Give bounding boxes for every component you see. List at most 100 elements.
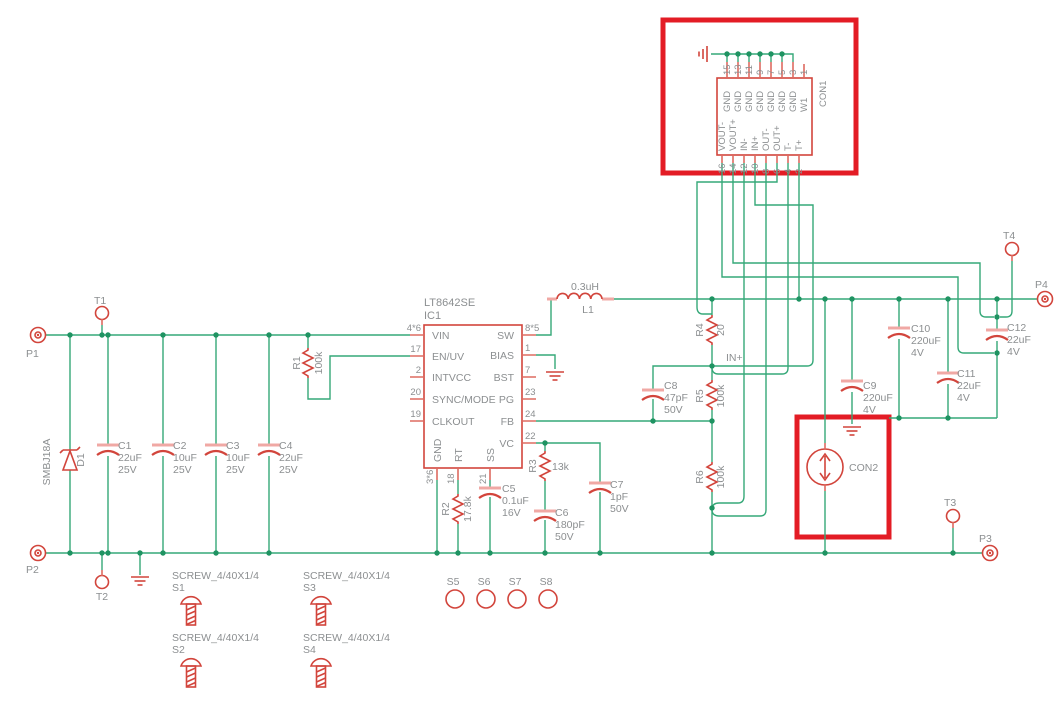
round-pad-s8[interactable] xyxy=(538,589,558,609)
capacitor-c12[interactable] xyxy=(984,328,1010,342)
pad-p2[interactable] xyxy=(29,544,47,562)
resistor-r3[interactable] xyxy=(539,450,551,482)
p4-label: P4 xyxy=(1035,279,1048,291)
c1-ref-label: C1 xyxy=(118,440,132,452)
connector-con1[interactable] xyxy=(716,62,813,163)
r3-value-label: 13k xyxy=(552,461,570,473)
con1-pinnum-12: 12 xyxy=(739,163,750,174)
annotation-box-con2[interactable] xyxy=(794,414,892,540)
r2-value-label: 17.8k xyxy=(462,495,474,521)
inductor-l1[interactable] xyxy=(547,292,614,301)
pad-p3[interactable] xyxy=(981,544,999,562)
con1-pinnum-6: 6 xyxy=(772,169,783,174)
capacitor-c9[interactable] xyxy=(839,379,865,393)
con1-pinnum-5: 5 xyxy=(777,70,788,75)
con1-pinnum-16: 16 xyxy=(717,163,728,174)
terminal-t3[interactable] xyxy=(945,508,961,529)
capacitor-c8[interactable] xyxy=(640,388,666,402)
ic1-pinnum-ss: 21 xyxy=(478,473,489,484)
ic-ic1[interactable] xyxy=(410,324,536,480)
c11-ref-label: C11 xyxy=(957,368,976,380)
terminal-t1[interactable] xyxy=(94,305,110,326)
screw-s2[interactable] xyxy=(180,657,202,688)
round-pad-s6[interactable] xyxy=(476,589,496,609)
connector-con2[interactable] xyxy=(806,443,844,491)
c4-ref-label: C4 xyxy=(279,440,293,452)
con1-pinnum-10: 10 xyxy=(750,163,761,174)
s5-label: S5 xyxy=(447,576,460,588)
capacitor-c10[interactable] xyxy=(886,326,912,340)
ic1-pin-intvcc: INTVCC xyxy=(432,372,472,384)
capacitor-c3[interactable] xyxy=(203,443,229,457)
capacitor-c6[interactable] xyxy=(532,509,558,523)
capacitor-c11[interactable] xyxy=(935,371,961,385)
pad-p1[interactable] xyxy=(29,326,47,344)
p3-label: P3 xyxy=(979,533,992,545)
con1-pin-outp: OUT+ xyxy=(772,125,783,151)
con1-pin-inm: IN- xyxy=(739,138,750,151)
r5-value-label: 100k xyxy=(715,384,727,408)
r1-ref-label: R1 xyxy=(291,356,303,370)
ic1-pinnum-bias: 1 xyxy=(525,343,530,354)
pad-p4[interactable] xyxy=(1036,290,1054,308)
con1-pinnum-2: 2 xyxy=(794,169,805,174)
c5-value-label: 0.1uF xyxy=(502,495,529,507)
t4-label: T4 xyxy=(1003,230,1015,242)
c12-volt-label: 4V xyxy=(1007,346,1020,358)
diode-d1[interactable] xyxy=(59,446,81,471)
c6-volt-label: 50V xyxy=(555,531,574,543)
p2-label: P2 xyxy=(26,564,39,576)
net-label-in-plus: IN+ xyxy=(726,352,743,364)
con2-ref-label: CON2 xyxy=(849,462,878,474)
ic1-pinnum-fb: 24 xyxy=(525,409,536,420)
ic1-pinnum-intvcc: 2 xyxy=(416,365,421,376)
con1-pinnum-15: 15 xyxy=(722,64,733,75)
c3-volt-label: 25V xyxy=(226,464,245,476)
r4-ref-label: R4 xyxy=(694,323,706,337)
capacitor-c2[interactable] xyxy=(150,443,176,457)
ic1-pinnum-enuv: 17 xyxy=(410,344,421,355)
screw-s1[interactable] xyxy=(180,595,202,626)
ic1-pin-bias: BIAS xyxy=(490,350,514,362)
screw-s3[interactable] xyxy=(310,595,332,626)
r3-ref-label: R3 xyxy=(527,459,539,473)
screw-s4[interactable] xyxy=(310,657,332,688)
round-pad-s5[interactable] xyxy=(445,589,465,609)
round-pad-s7[interactable] xyxy=(507,589,527,609)
c8-volt-label: 50V xyxy=(664,404,683,416)
c7-volt-label: 50V xyxy=(610,503,629,515)
d1-ref-label: D1 xyxy=(75,453,87,467)
p1-label: P1 xyxy=(26,348,39,360)
con1-pinnum-3: 3 xyxy=(788,70,799,75)
ic1-pin-sw: SW xyxy=(497,330,514,342)
c6-value-label: 180pF xyxy=(555,519,585,531)
capacitor-c5[interactable] xyxy=(477,486,503,500)
l1-value-label: 0.3uH xyxy=(571,281,599,293)
con1-pin-voutp: VOUT+ xyxy=(728,119,739,151)
s4-ref-label: S4 xyxy=(303,644,316,656)
c3-value-label: 10uF xyxy=(226,452,250,464)
c10-value-label: 220uF xyxy=(911,335,941,347)
ic1-pinnum-gnd: 3*6 xyxy=(425,470,436,484)
con1-pinnum-8: 8 xyxy=(761,169,772,174)
ground-symbol-bias xyxy=(545,371,565,381)
annotation-box-con1[interactable] xyxy=(660,17,859,176)
c12-value-label: 22uF xyxy=(1007,334,1031,346)
resistor-r1[interactable] xyxy=(302,347,314,379)
r6-ref-label: R6 xyxy=(694,470,706,484)
ic1-pinnum-clkout: 19 xyxy=(410,409,421,420)
capacitor-c1[interactable] xyxy=(95,443,121,457)
c5-ref-label: C5 xyxy=(502,483,516,495)
terminal-t4[interactable] xyxy=(1004,241,1020,262)
capacitor-c7[interactable] xyxy=(587,481,613,495)
con1-pin-tm: T- xyxy=(783,143,794,151)
con1-pin-outm: OUT- xyxy=(761,128,772,151)
c2-volt-label: 25V xyxy=(173,464,192,476)
capacitor-c4[interactable] xyxy=(256,443,282,457)
s4-part-label: SCREW_4/40X1/4 xyxy=(303,632,390,644)
con1-pin-w1: W1 xyxy=(799,98,810,112)
terminal-t2[interactable] xyxy=(94,570,110,590)
con1-pinnum-14: 14 xyxy=(728,163,739,174)
ic1-pin-rt: RT xyxy=(453,448,465,462)
ic1-pin-ss: SS xyxy=(485,448,497,462)
